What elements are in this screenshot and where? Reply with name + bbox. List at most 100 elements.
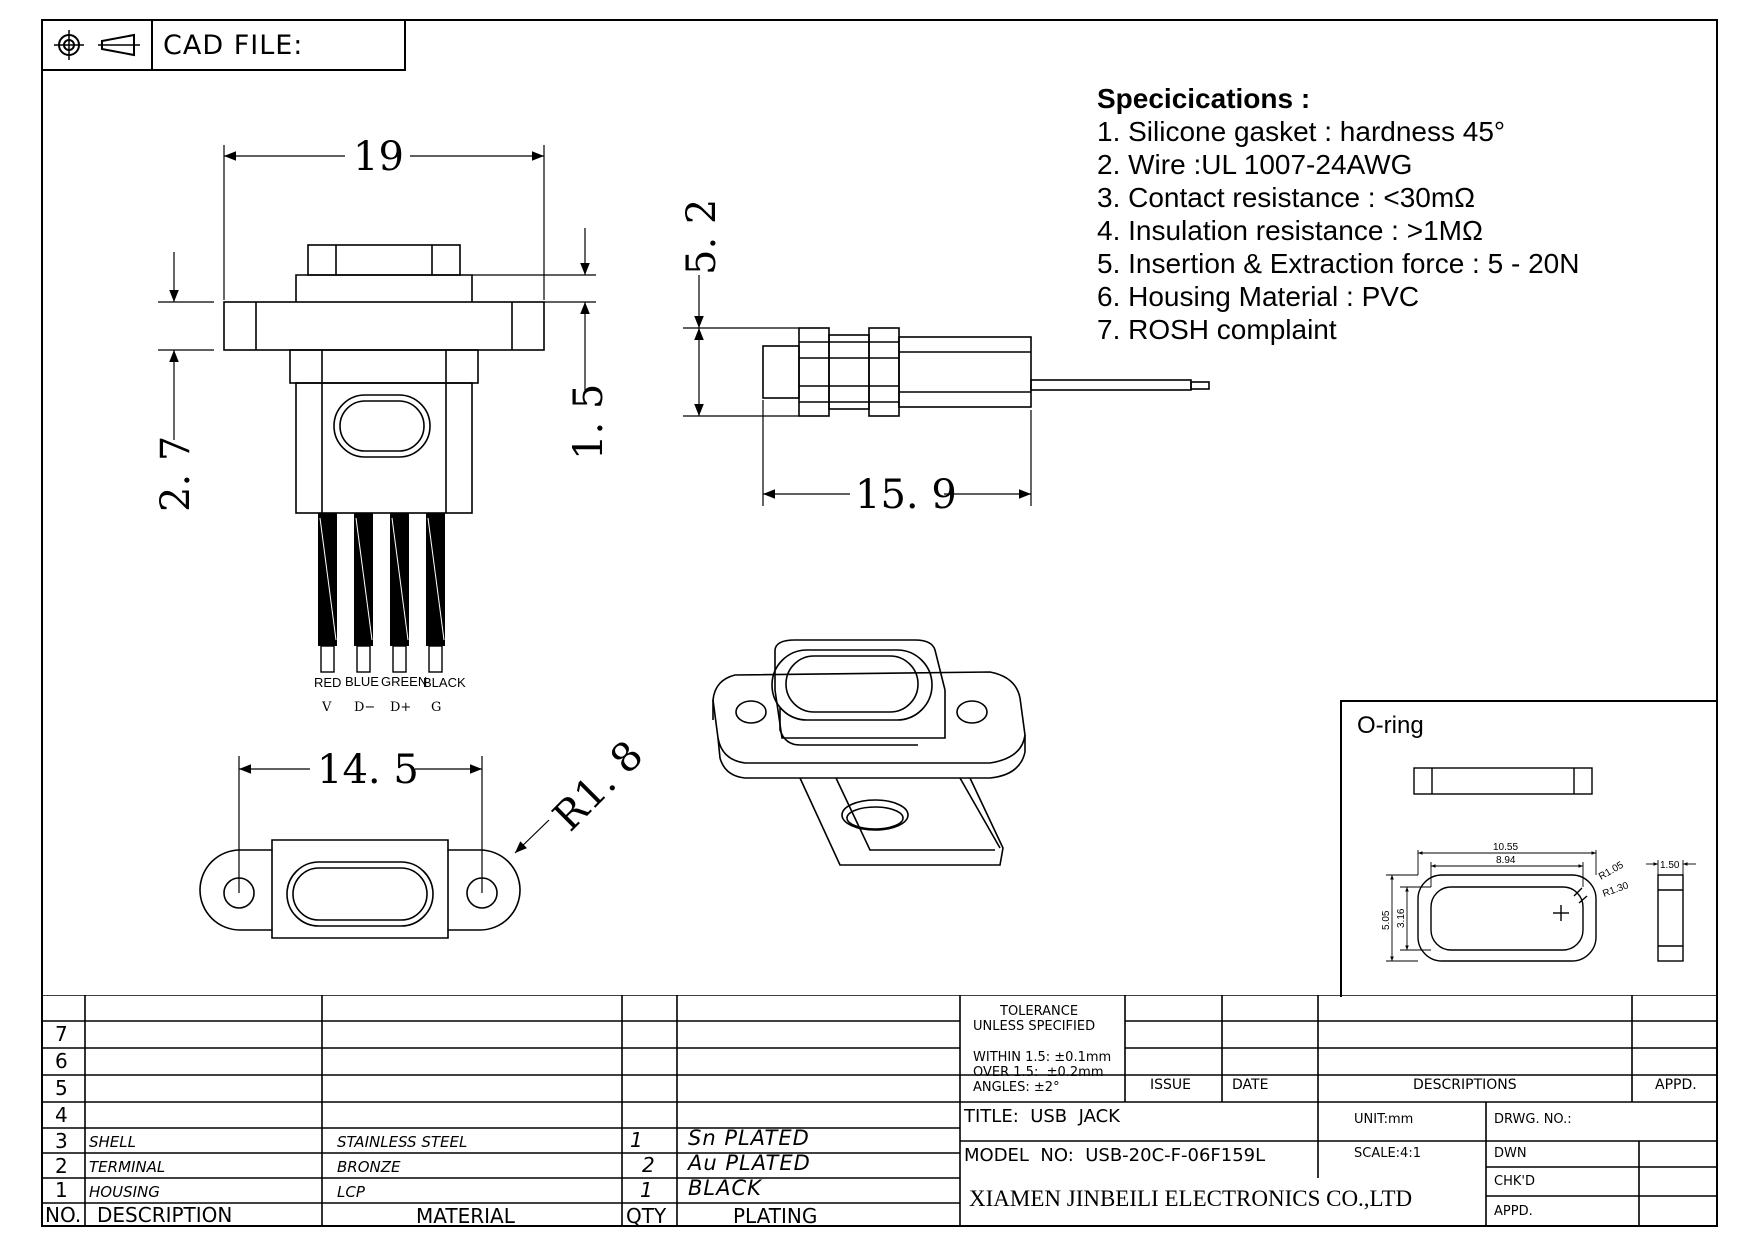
dim-text-r1-8: R1. 8 [545, 732, 653, 840]
wire-blue [354, 513, 373, 673]
dim-text-2-7: 2. 7 [153, 436, 199, 512]
bom-qty: 1 [630, 1128, 643, 1152]
rev-issue: ISSUE [1150, 1077, 1191, 1093]
drawing-title: TITLE: USB JACK [964, 1106, 1120, 1127]
bom-row-no: 6 [55, 1049, 68, 1073]
oring-dimensions [1386, 850, 1696, 962]
bom-qty: 2 [642, 1153, 655, 1177]
spec-item: 6. Housing Material : PVC [1097, 281, 1420, 312]
tolerance-title: TOLERANCE [1000, 1004, 1079, 1019]
bom-material: BRONZE [337, 1158, 401, 1176]
dimension-width-19 [223, 145, 545, 300]
dim-text-15-9: 15. 9 [855, 472, 957, 518]
bom-row-no: 5 [55, 1076, 68, 1100]
bom-plating: Sn PLATED [688, 1126, 810, 1150]
spec-item: 2. Wire :UL 1007-24AWG [1097, 149, 1413, 180]
pin-label-g: G [431, 700, 441, 715]
drawn-by-label: DWN [1494, 1146, 1527, 1161]
title-block-grid [41, 995, 1718, 1227]
checked-by-label: CHK'D [1494, 1174, 1535, 1189]
scale-label: SCALE:4:1 [1354, 1146, 1421, 1161]
bom-material: STAINLESS STEEL [337, 1133, 468, 1151]
projection-symbol [43, 21, 153, 69]
spec-item: 4. Insulation resistance : >1MΩ [1097, 215, 1483, 246]
bom-row-no: 3 [55, 1129, 68, 1153]
tolerance-line: WITHIN 1.5: ±0.1mm [973, 1050, 1112, 1065]
oring-title: O-ring [1357, 712, 1424, 739]
bom-material: LCP [337, 1183, 365, 1201]
front-view [223, 244, 545, 514]
dim-text-1-5: 1. 5 [566, 384, 612, 460]
rev-descriptions: DESCRIPTIONS [1413, 1077, 1517, 1093]
bom-row-no: 2 [55, 1154, 68, 1178]
bom-desc: HOUSING [89, 1183, 160, 1201]
dim-text-14-5: 14. 5 [317, 747, 419, 793]
wire-label-red: RED [314, 675, 341, 690]
bom-header-qty: QTY [626, 1204, 667, 1228]
dimension-height-1-5 [472, 228, 596, 390]
spec-item: 1. Silicone gasket : hardness 45° [1097, 116, 1506, 147]
bom-header-no: NO. [45, 1203, 82, 1227]
oring-detail-box [1340, 700, 1718, 997]
dim-text-19: 19 [353, 134, 404, 180]
oring-drawing [1413, 767, 1684, 962]
bom-row-no: 4 [55, 1103, 68, 1127]
tolerance-line: OVER 1.5: ±0.2mm [973, 1065, 1104, 1080]
cad-file-box: CAD FILE: [41, 19, 406, 71]
bom-plating: BLACK [688, 1176, 762, 1200]
isometric-view [712, 639, 1026, 866]
rev-date: DATE [1232, 1077, 1269, 1093]
bom-row-no: 1 [55, 1178, 68, 1202]
oring-dim-inner-width: 8.94 [1496, 855, 1516, 866]
rev-appd: APPD. [1655, 1077, 1697, 1093]
drawing-frame [41, 19, 1718, 1227]
side-view [762, 327, 1210, 417]
bom-plating: Au PLATED [688, 1151, 811, 1175]
oring-dim-r-inner: R1.05 [1597, 860, 1626, 883]
wire-red [318, 513, 337, 673]
cone-projection-icon [98, 33, 140, 57]
wire-bundle [318, 513, 445, 673]
model-number: MODEL NO: USB-20C-F-06F159L [964, 1145, 1266, 1166]
wire-green [390, 513, 409, 673]
unit-label: UNIT:mm [1354, 1112, 1414, 1127]
oring-dim-inner-height: 3.16 [1396, 908, 1407, 928]
spec-item: 3. Contact resistance : <30mΩ [1097, 182, 1476, 213]
wire-label-blue: BLUE [345, 674, 379, 689]
spec-item: 7. ROSH complaint [1097, 314, 1337, 345]
drawing-number-label: DRWG. NO.: [1494, 1112, 1572, 1127]
bom-desc: SHELL [89, 1133, 136, 1151]
dimension-height-2-7 [158, 252, 214, 440]
dim-text-5-2: 5. 2 [679, 199, 725, 275]
approved-by-label: APPD. [1494, 1204, 1533, 1219]
bom-header-material: MATERIAL [416, 1204, 515, 1228]
cad-file-label: CAD FILE: [163, 29, 304, 61]
bom-header-desc: DESCRIPTION [97, 1203, 233, 1227]
bom-qty: 1 [640, 1178, 653, 1202]
bottom-view [199, 839, 521, 939]
bom-desc: TERMINAL [89, 1158, 166, 1176]
company-name: XIAMEN JINBEILI ELECTRONICS CO.,LTD [969, 1186, 1413, 1211]
dimension-pitch-14-5 [238, 756, 483, 893]
pin-label-v: V [321, 700, 332, 715]
dimension-height-5-2 [683, 275, 799, 417]
crosshair-icon [54, 30, 84, 60]
oring-dim-r-outer: R1.30 [1601, 880, 1630, 900]
oring-dim-outer-height: 5.05 [1381, 910, 1392, 930]
specifications: Specicications : 1. Silicone gasket : ha… [1097, 82, 1579, 346]
wire-label-green: GREEN [381, 674, 427, 689]
wire-black [426, 513, 445, 673]
oring-dim-thickness: 1.50 [1660, 860, 1680, 871]
bom-row-no: 7 [55, 1022, 68, 1046]
dimension-length-15-9 [762, 400, 1032, 506]
pin-label-dminus: D− [354, 700, 375, 715]
specs-title: Specicications : [1097, 83, 1311, 114]
spec-item: 5. Insertion & Extraction force : 5 - 20… [1097, 248, 1580, 279]
bom-header-plating: PLATING [733, 1204, 818, 1228]
pin-label-dplus: D+ [390, 700, 411, 715]
dimension-radius-r1-8 [514, 819, 550, 854]
tolerance-subtitle: UNLESS SPECIFIED [973, 1019, 1096, 1034]
wire-label-black: BLACK [423, 675, 466, 690]
tolerance-line: ANGLES: ±2° [973, 1080, 1060, 1095]
